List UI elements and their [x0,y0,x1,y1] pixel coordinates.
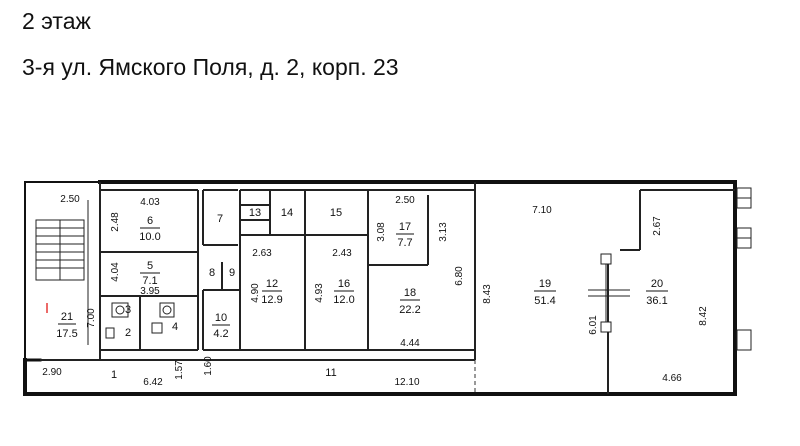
dimension-label: 6.80 [454,266,465,286]
room-number: 12 [266,278,278,290]
floor-title: 2 этаж [22,8,91,34]
room-number: 21 [61,311,73,323]
room-number: 19 [539,278,551,290]
dimension-label: 4.90 [250,283,261,303]
column-marks [588,264,630,322]
room-number: 13 [249,207,261,219]
room-area: 10.0 [139,231,160,243]
dimension-labels: 2.50 4.03 2.48 4.04 3.95 2.63 2.43 4.90 … [42,194,709,388]
room-area: 12.9 [261,294,282,306]
dimension-label: 2.50 [395,195,415,206]
interior-walls [40,182,735,394]
dimension-label: 2.90 [42,367,62,378]
room-area: 22.2 [399,304,420,316]
dimension-label: 2.63 [252,248,272,259]
dimension-label: 3.13 [438,222,449,242]
address-title: 3-я ул. Ямского Поля, д. 2, корп. 23 [22,54,399,80]
dimension-label: 3.95 [140,286,160,297]
room-area: 51.4 [534,295,555,307]
room-area: 7.7 [397,237,412,249]
dimension-label: 1.60 [203,356,214,376]
room-number: 4 [172,321,178,333]
dimension-label: 4.04 [110,262,121,282]
room-number: 11 [325,367,336,379]
room-labels: 6 10.0 5 7.1 7 8 9 10 4.2 13 14 15 12 12… [56,207,668,381]
dimension-label: 8.43 [482,284,493,304]
dimension-label: 7.00 [86,308,97,328]
dimension-label: 7.10 [532,205,552,216]
dimension-label: 12.10 [394,377,419,388]
room-number: 8 [209,267,215,279]
room-area: 36.1 [646,295,667,307]
dimension-label: 3.08 [376,222,387,242]
dimension-label: 2.43 [332,248,352,259]
room-area: 4.2 [213,328,228,340]
room-number: 6 [147,215,153,227]
dimension-label: 2.67 [652,216,663,236]
room-number: 2 [125,327,131,339]
dimension-label: 2.48 [110,212,121,232]
outer-walls [23,180,737,396]
room-number: 15 [330,207,342,219]
fixtures [105,302,175,339]
room-number: 3 [125,304,131,316]
dimension-label: 1.57 [174,360,185,380]
room-number: 16 [338,278,350,290]
room-area: 7.1 [142,275,157,287]
room-number: 5 [147,260,153,272]
dimension-label: 4.93 [314,283,325,303]
room-number: 7 [217,213,223,225]
dimension-label: 4.66 [662,373,682,384]
room-number: 10 [215,312,227,324]
dimension-label: 8.42 [698,306,709,326]
room-area: 12.0 [333,294,354,306]
dimension-label: 6.01 [588,315,599,335]
dimension-label: 6.42 [143,377,163,388]
room-number: 9 [229,267,235,279]
dimension-label: 2.50 [60,194,80,205]
room-area: 17.5 [56,328,77,340]
room-number: 20 [651,278,663,290]
staircase [35,200,89,345]
dimension-label: 4.03 [140,197,160,208]
room-number: 17 [399,221,411,233]
room-number: 14 [281,207,293,219]
room-number: 1 [111,369,117,381]
room-number: 18 [404,287,416,299]
dimension-label: 4.44 [400,338,420,349]
windows [736,187,752,351]
